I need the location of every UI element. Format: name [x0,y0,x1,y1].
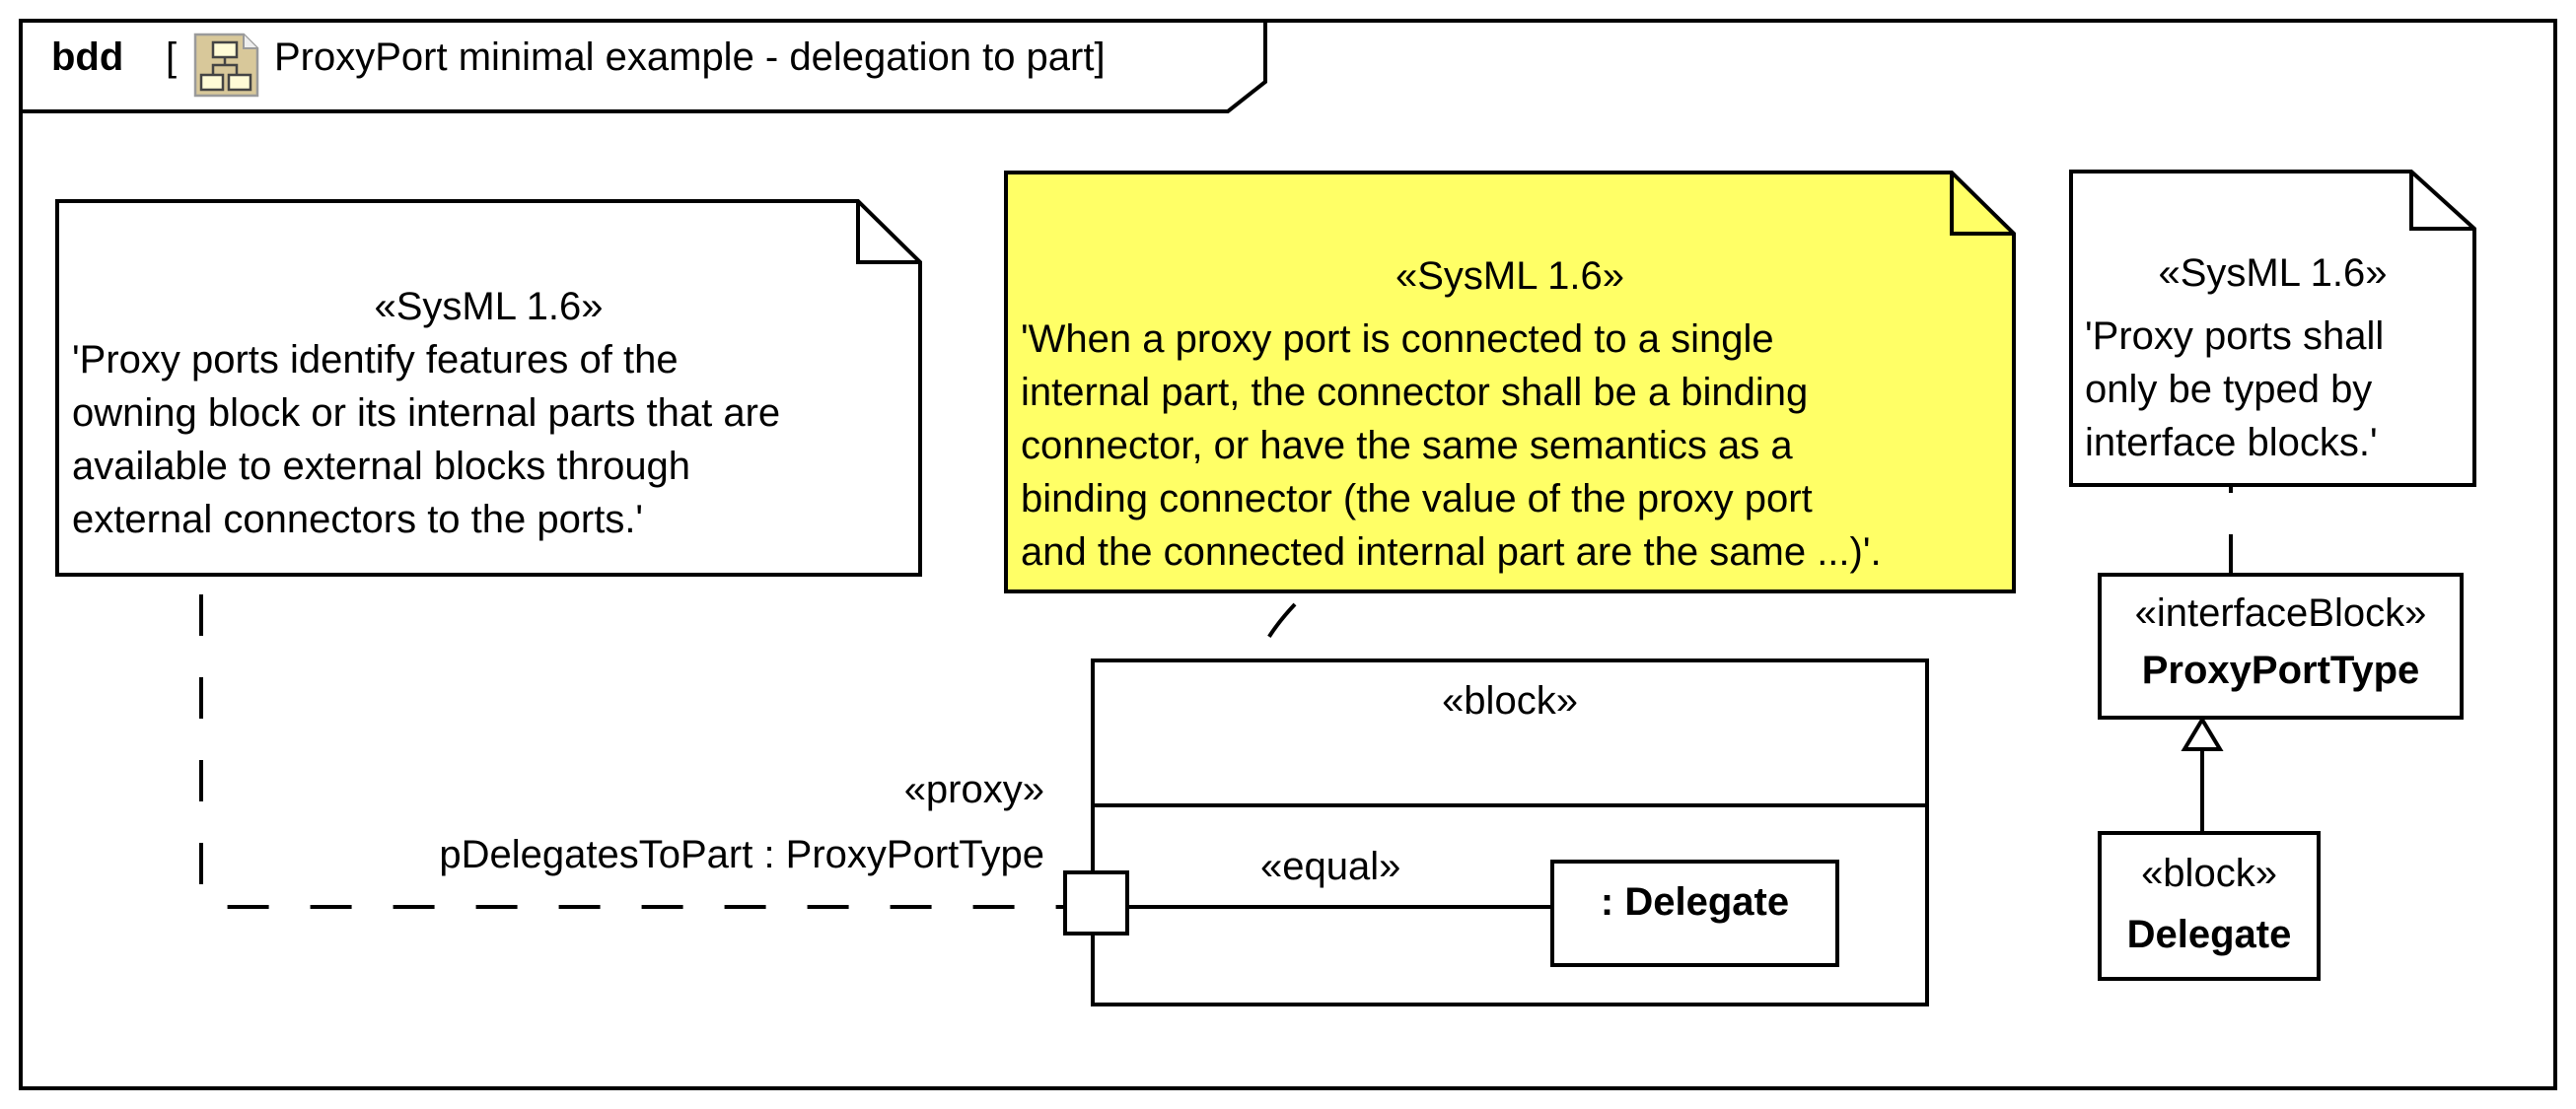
note-left-shape [55,199,922,577]
interface-block-proxyporttype[interactable]: «interfaceBlock» ProxyPortType [2100,575,2462,718]
note-middle-line: binding connector (the value of the prox… [1021,477,1813,520]
note-right-shape [2069,170,2476,487]
port-label: pDelegatesToPart : ProxyPortType [439,833,1044,876]
owning-block[interactable]: «block» [1093,660,1927,805]
diagram-kind-label: bdd [51,35,124,79]
proxy-port[interactable] [1065,872,1127,934]
diagram-title: ProxyPort minimal example - delegation t… [274,35,1106,79]
port-stereotype: «proxy» [903,768,1044,811]
delegate-block-name: Delegate [2126,913,2292,956]
diagram-title-tab [21,21,1267,113]
note-middle-line: and the connected internal part are the … [1021,530,1882,574]
note-middle-stereotype: «SysML 1.6» [1395,254,1624,298]
note-right-line: interface blocks.' [2085,421,2378,464]
note-right[interactable]: «SysML 1.6» 'Proxy ports shall only be t… [2071,172,2474,485]
interface-block-name: ProxyPortType [2141,649,2420,692]
note-left-line: available to external blocks through [72,445,691,488]
note-left-line: 'Proxy ports identify features of the [72,338,679,381]
note-middle-line: 'When a proxy port is connected to a sin… [1021,317,1774,361]
interface-block-stereotype: «interfaceBlock» [2134,591,2427,635]
note-middle-line: internal part, the connector shall be a … [1021,371,1809,414]
diagram-frame [19,19,2557,1090]
bdd-diagram-icon [193,33,259,98]
note-left-stereotype: «SysML 1.6» [374,285,604,328]
note-middle-line: connector, or have the same semantics as… [1021,424,1793,467]
note-left-line: external connectors to the ports.' [72,498,644,541]
proxy-port-shape [1063,870,1129,936]
note-right-line: 'Proxy ports shall [2085,314,2385,358]
note-middle[interactable]: «SysML 1.6» 'When a proxy port is connec… [1006,173,2014,591]
part-delegate[interactable]: : Delegate [1552,862,1837,965]
part-delegate-label: : Delegate [1600,880,1790,924]
note-right-body: 'Proxy ports shall only be typed by inte… [2085,310,2384,469]
note-right-line: only be typed by [2085,368,2373,411]
owning-block-stereotype: «block» [1442,679,1578,723]
note-left-line: owning block or its internal parts that … [72,391,781,435]
delegate-block-shape [2098,831,2321,981]
delegate-block-stereotype: «block» [2141,852,2277,895]
note-left[interactable]: «SysML 1.6» 'Proxy ports identify featur… [57,201,920,575]
note-left-body: 'Proxy ports identify features of the ow… [72,333,780,546]
note-middle-shape [1004,171,2016,593]
diagram-title-bracket: [ [166,35,178,79]
block-delegate[interactable]: «block» Delegate [2100,833,2319,979]
generalization-arrowhead [2181,716,2224,751]
connector-stereotype: «equal» [1260,845,1401,888]
note-right-stereotype: «SysML 1.6» [2158,251,2388,295]
note-middle-body: 'When a proxy port is connected to a sin… [1021,312,1882,579]
part-delegate-shape [1550,860,1839,967]
interface-block-shape [2098,573,2464,720]
